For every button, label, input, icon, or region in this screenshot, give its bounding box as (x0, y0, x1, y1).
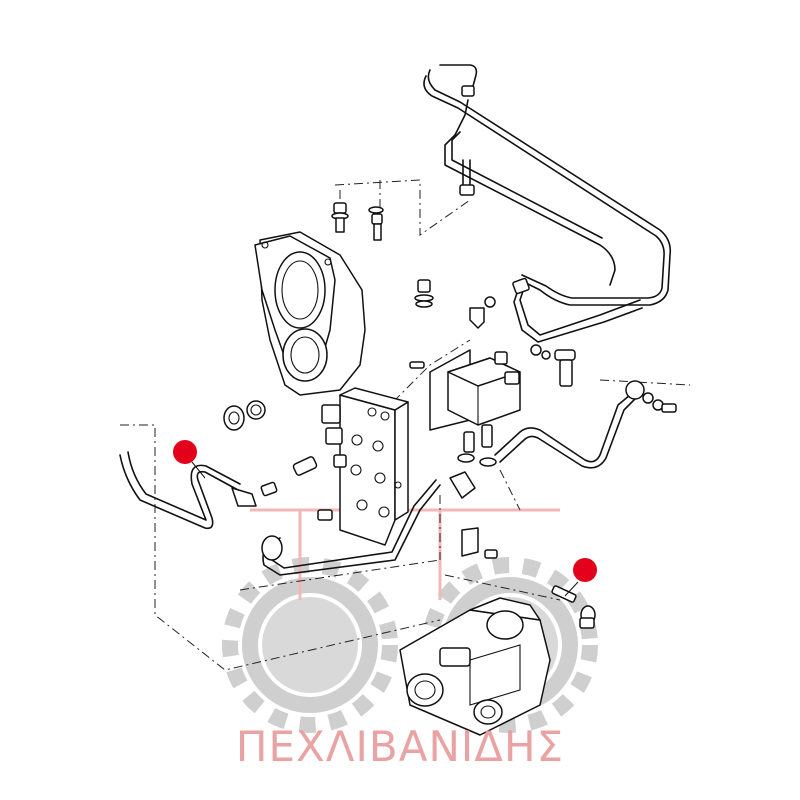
right-screw (551, 585, 596, 629)
watermark-text: ΠΕΧΛΙΒΑΝΙΔΗΣ (235, 722, 565, 771)
plug-screw (414, 279, 434, 308)
top-fittings (331, 202, 384, 241)
middle-right-pipe (512, 277, 643, 343)
lower-right-pipe (494, 380, 677, 469)
callout-marker-pipe-right[interactable] (564, 558, 597, 597)
solenoid-valve (409, 349, 521, 431)
left-hose (119, 451, 257, 530)
lower-fittings (260, 424, 497, 521)
side-plug (223, 400, 266, 431)
valve-block (321, 387, 409, 546)
clamp-bracket (461, 527, 498, 559)
lower-hose (261, 479, 441, 576)
lower-valve-body (399, 597, 551, 736)
pump-housing (254, 231, 366, 396)
upper-pipe-assembly (423, 64, 672, 306)
elbow-fittings (469, 296, 576, 387)
callout-marker-hose-left[interactable] (173, 440, 206, 479)
watermark-gear-left (222, 557, 398, 733)
